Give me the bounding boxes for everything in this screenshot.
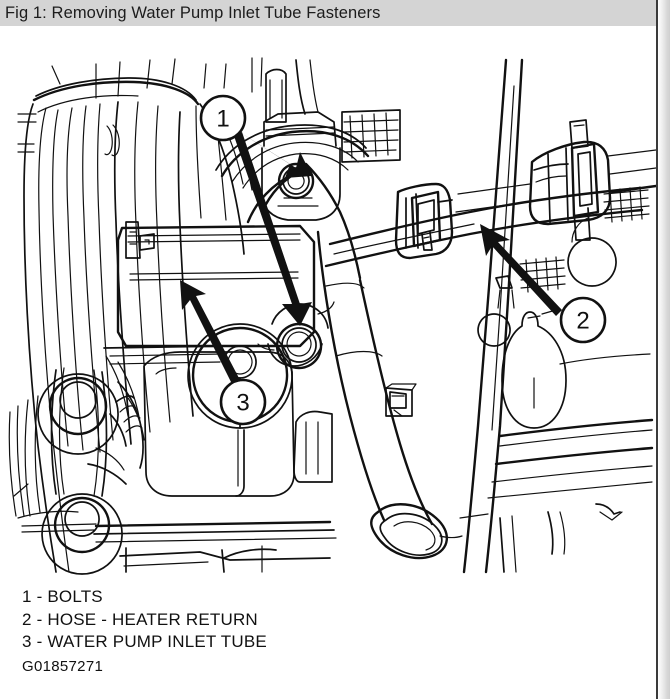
lower-engine-panel xyxy=(13,345,337,573)
figure-code: G01857271 xyxy=(22,658,104,675)
casting-contours xyxy=(87,355,145,485)
leader-arrow-1-upper xyxy=(238,131,312,178)
callout-1: 1 xyxy=(199,94,247,142)
page-title: Fig 1: Removing Water Pump Inlet Tube Fa… xyxy=(5,4,381,22)
tube-open-end xyxy=(370,503,448,560)
window-right-gutter xyxy=(658,0,670,699)
callout-2: 2 xyxy=(559,296,607,344)
leader-arrow-2 xyxy=(480,224,562,316)
heater-return-hose xyxy=(324,119,656,268)
figure-title-bar: Fig 1: Removing Water Pump Inlet Tube Fa… xyxy=(0,0,656,26)
legend-item-3: 3 - WATER PUMP INLET TUBE xyxy=(22,632,267,651)
window-right-border xyxy=(656,0,658,699)
figure-legend: 1 - BOLTS 2 - HOSE - HEATER RETURN 3 - W… xyxy=(22,586,582,654)
callout-1-label: 1 xyxy=(216,106,229,133)
engine-line-drawing: 1 2 3 xyxy=(8,57,656,575)
hose-clamp-left xyxy=(394,182,454,260)
leader-arrow-1-lower xyxy=(234,132,312,326)
callout-3-label: 3 xyxy=(236,390,249,417)
figure-canvas: 1 2 3 xyxy=(0,26,656,576)
legend-item-1: 1 - BOLTS xyxy=(22,587,103,606)
pulley-assembly xyxy=(8,367,123,575)
callout-3: 3 xyxy=(219,378,267,426)
tube-clip xyxy=(385,383,417,417)
legend-item-2: 2 - HOSE - HEATER RETURN xyxy=(22,609,258,629)
callout-2-label: 2 xyxy=(576,308,589,335)
right-background-details xyxy=(439,186,654,573)
leader-arrow-3 xyxy=(180,280,240,384)
